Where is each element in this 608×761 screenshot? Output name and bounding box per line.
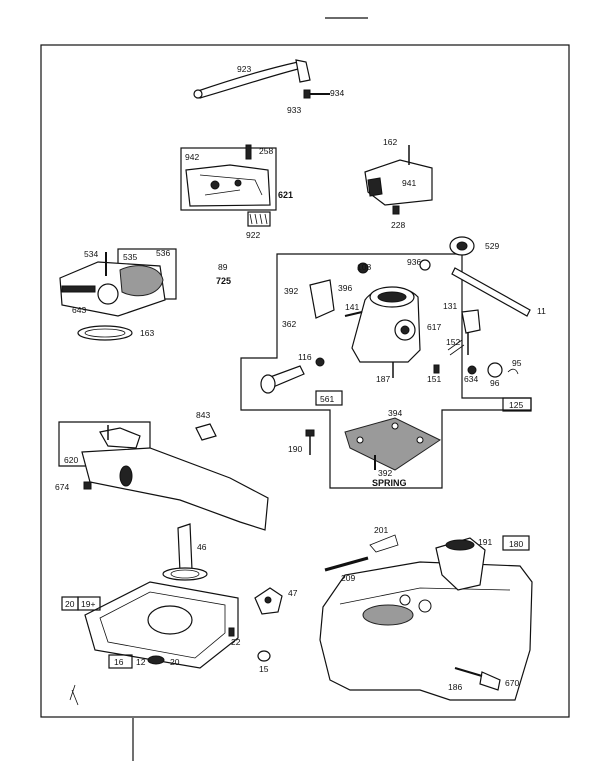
callout-621: 621 [278,190,293,200]
engine-sump [84,581,271,669]
callout-163: 163 [140,328,154,338]
callout-620: 620 [64,455,78,465]
callout-201: 201 [374,525,388,535]
callout-942: 942 [185,152,199,162]
callout-936: 936 [407,257,421,267]
callout-394: 394 [388,408,402,418]
callout-923: 923 [237,64,251,74]
callout-536: 536 [156,248,170,258]
callout-535: 535 [123,252,137,262]
screw-190 [305,429,315,455]
callout-20: 20 [65,599,75,609]
callout-89: 89 [218,262,228,272]
choke-shaft-561 [260,357,325,394]
callout-209: 209 [341,573,355,583]
callout-670: 670 [505,678,519,688]
callout-116: 116 [298,352,312,362]
governor-link-923 [193,59,330,99]
callout-95: 95 [512,358,522,368]
callout-933: 933 [287,105,301,115]
callout-47: 47 [288,588,298,598]
callout-15: 15 [259,664,269,674]
callout-spring: SPRING [372,478,407,488]
fuel-line-209 [324,556,369,572]
callout-16: 16 [114,657,124,667]
governor-gear-46 [162,523,208,581]
callout-125: 125 [509,400,523,410]
box-16 [108,654,133,669]
callout-843: 843 [196,410,210,420]
governor-crank-47 [254,587,283,615]
callout-11: 11 [537,306,546,316]
callout-561: 561 [320,394,334,404]
callout-258: 258 [259,146,273,156]
callout-392-spring: 392 [378,468,392,478]
callout-190: 190 [288,444,302,454]
callout-46: 46 [197,542,207,552]
carburetor-body [309,259,431,378]
box-180 [502,535,530,551]
clip-201 [369,534,399,553]
callout-922: 922 [246,230,260,240]
box-19 [77,596,101,611]
callout-228: 228 [391,220,405,230]
air-vane-bracket-941 [364,145,433,215]
callout-151: 151 [427,374,441,384]
control-bracket [81,425,269,531]
callout-131: 131 [443,301,457,311]
callout-674: 674 [55,482,69,492]
fuel-pipe-11 [449,236,531,317]
callout-22: 22 [231,637,241,647]
scribble-mark [69,684,79,706]
callout-12: 12 [136,657,146,667]
callout-534: 534 [84,249,98,259]
callout-934: 934 [330,88,344,98]
callout-20b: 20 [170,657,180,667]
callout-396: 396 [338,283,352,293]
callout-19: 19+ [81,599,95,609]
callout-180: 180 [509,539,523,549]
callout-108: 108 [357,262,371,272]
clip-843 [195,423,217,441]
box-561 [315,390,343,406]
callout-392: 392 [284,286,298,296]
callout-141: 141 [345,302,359,312]
callout-529: 529 [485,241,499,251]
air-cleaner-assembly [59,252,166,341]
callout-634: 634 [464,374,478,384]
callout-152: 152 [446,337,460,347]
fuel-tank [319,537,533,701]
throttle-parts [433,309,519,378]
callout-941: 941 [402,178,416,188]
callout-186: 186 [448,682,462,692]
callout-96: 96 [490,378,500,388]
carburetor-group-frame [240,253,532,489]
intake-gasket-394 [344,417,442,471]
callout-162: 162 [383,137,397,147]
callout-362: 362 [282,319,296,329]
callout-191: 191 [478,537,492,547]
diagram-frame [40,44,570,718]
box-942 [180,147,277,211]
callout-617: 617 [427,322,441,332]
governor-control-plate [185,144,271,227]
callout-725: 725 [216,276,231,286]
box-125 [502,397,532,412]
callout-187: 187 [376,374,390,384]
callout-643: 643 [72,305,86,315]
